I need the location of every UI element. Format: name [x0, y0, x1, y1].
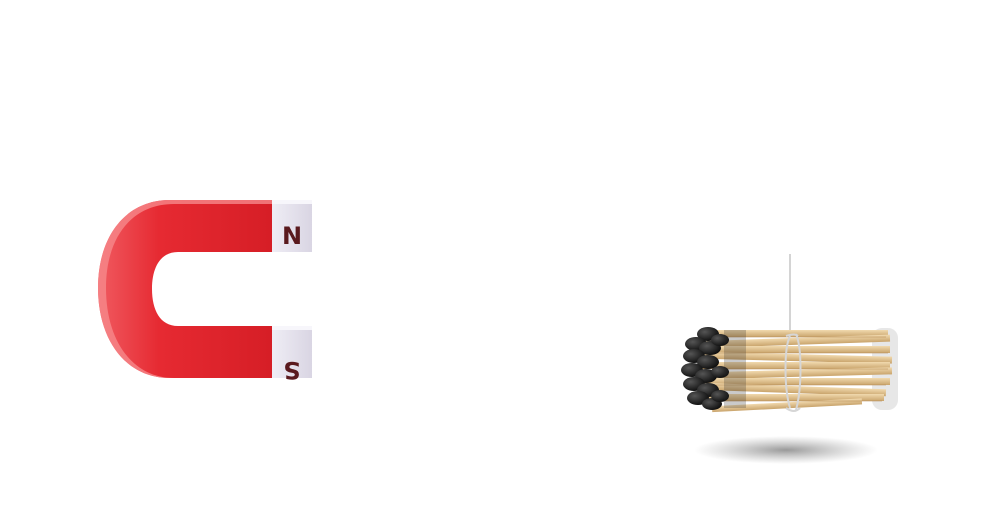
matchstick-bundle	[681, 254, 898, 464]
match-sticks	[698, 330, 893, 413]
south-pole-cap	[272, 326, 312, 378]
bundle-string-tie	[784, 333, 802, 412]
match-heads	[681, 327, 746, 410]
drop-shadow	[694, 436, 878, 464]
north-pole-cap	[272, 200, 312, 252]
north-pole-label: N	[282, 222, 302, 250]
south-pole-label: S	[283, 356, 300, 384]
magnet-body	[98, 200, 272, 378]
horseshoe-magnet: N S	[98, 200, 312, 384]
